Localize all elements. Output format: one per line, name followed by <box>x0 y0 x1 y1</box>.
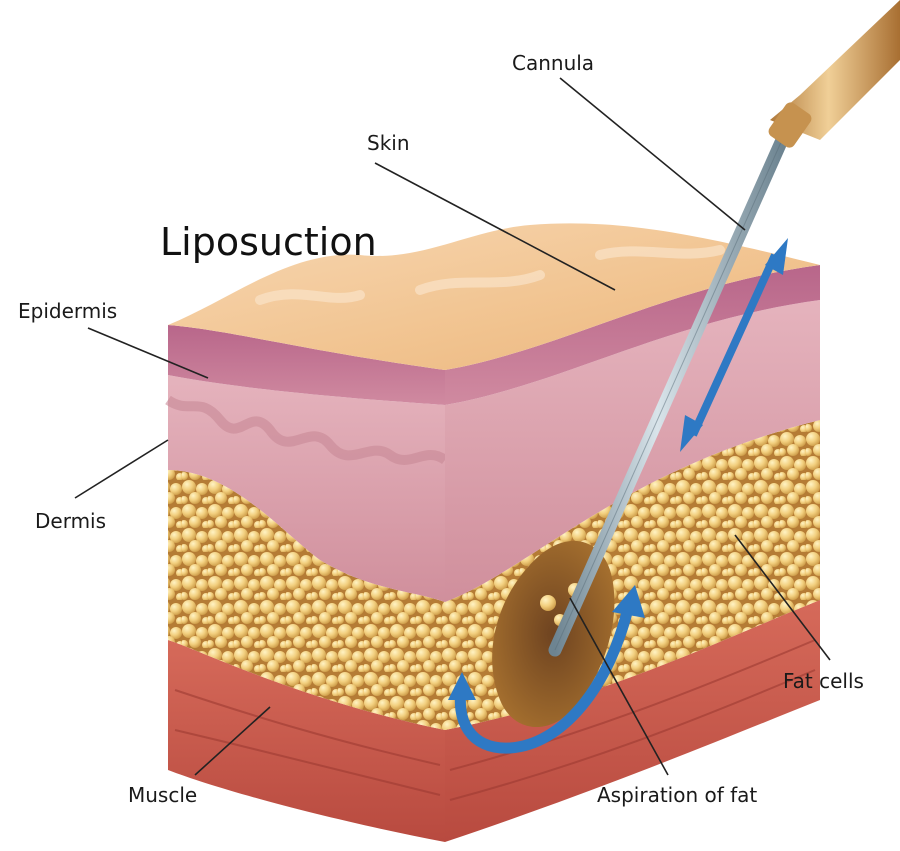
aspiration-leader <box>569 597 669 776</box>
label-epidermis: Epidermis <box>18 299 117 323</box>
right-face <box>445 265 820 842</box>
motion-arrows <box>448 238 788 754</box>
muscle-layer-front <box>168 640 445 842</box>
epidermis-layer-front <box>168 325 445 405</box>
skin-surface <box>168 223 820 370</box>
aspiration-arrow <box>454 598 636 754</box>
fat-cells-leader <box>734 534 831 661</box>
label-cannula: Cannula <box>512 51 594 75</box>
diagram-title: Liposuction <box>160 220 377 264</box>
cannula-handle <box>770 0 900 140</box>
dermis-leader <box>74 439 169 499</box>
label-skin: Skin <box>367 131 410 155</box>
skin-leader <box>374 162 616 291</box>
dermis-layer-right <box>445 300 820 602</box>
muscle-leader <box>194 706 271 776</box>
double-arrow <box>689 253 779 437</box>
front-face <box>165 325 448 842</box>
epidermis-layer-right <box>445 265 820 405</box>
epidermis-leader <box>87 327 209 379</box>
cannula <box>548 0 900 657</box>
label-fat-cells: Fat cells <box>783 669 864 693</box>
label-dermis: Dermis <box>35 509 106 533</box>
cannula-leader <box>559 77 746 231</box>
label-aspiration: Aspiration of fat <box>597 783 757 807</box>
label-muscle: Muscle <box>128 783 197 807</box>
muscle-layer-right <box>445 600 820 842</box>
leader-lines <box>74 77 831 776</box>
fat-layer-front <box>168 470 445 730</box>
